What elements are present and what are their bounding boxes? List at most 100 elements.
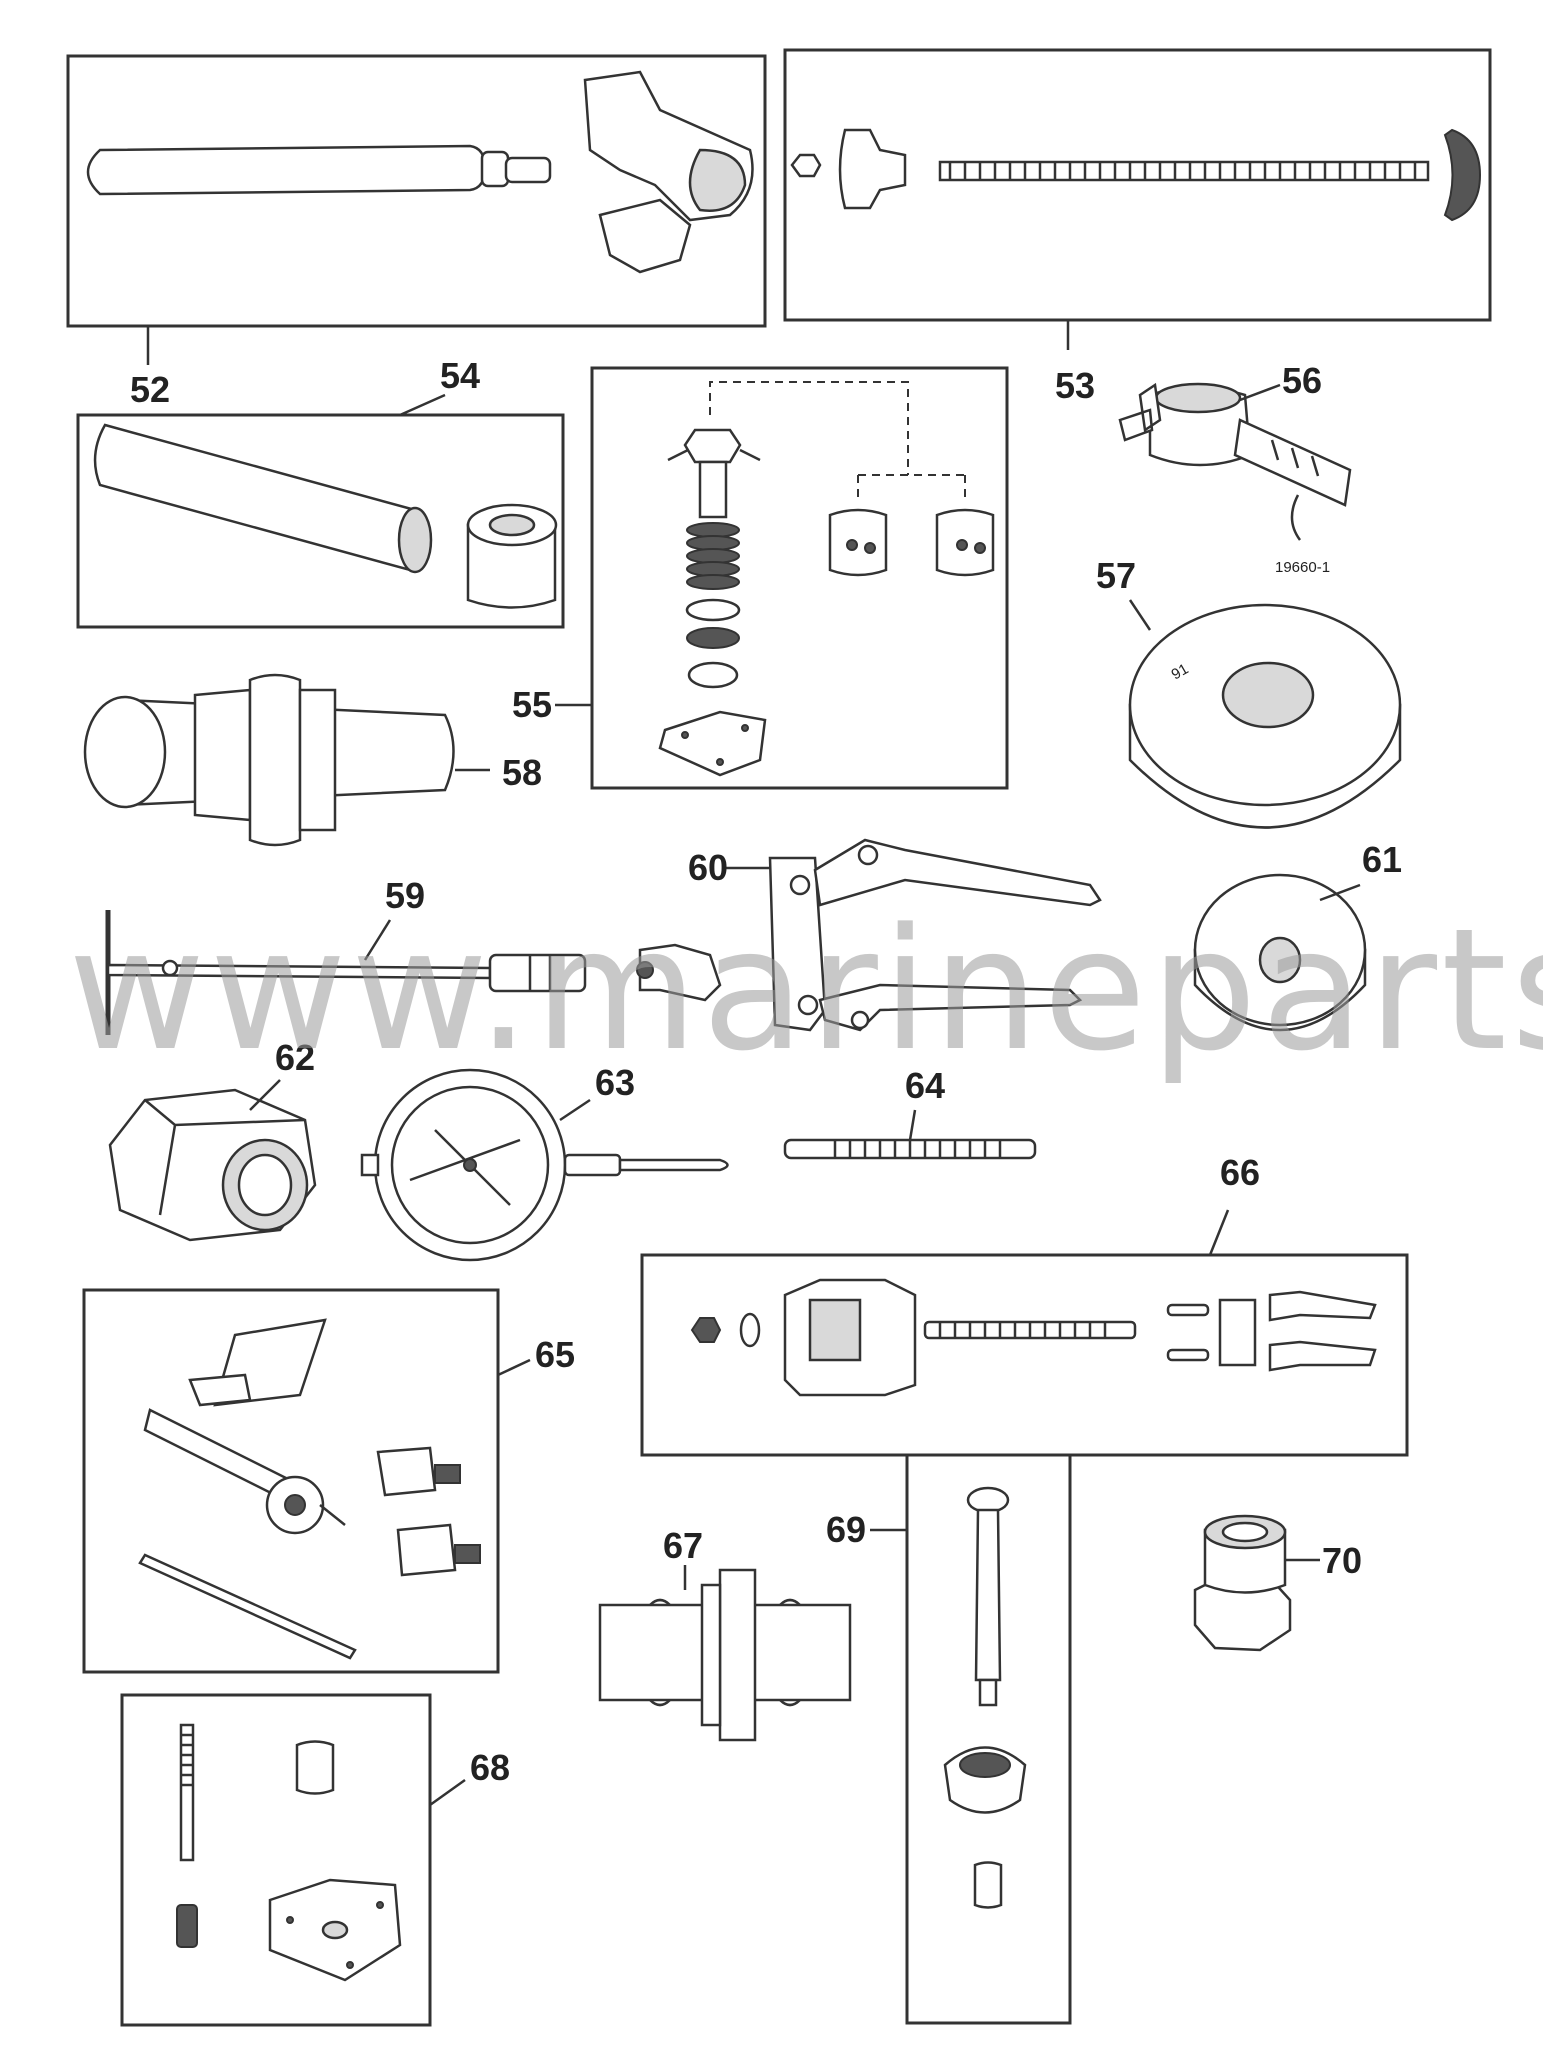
tool-55-tommy-arrows bbox=[667, 448, 761, 462]
tool-52-elbow-face bbox=[688, 148, 747, 212]
tool-53-nut bbox=[790, 153, 822, 178]
box-68 bbox=[120, 1693, 432, 2027]
tool-54-collar-bore bbox=[488, 513, 536, 537]
tool-55-washer-b bbox=[686, 627, 740, 649]
callout-52: 52 bbox=[130, 369, 170, 410]
tool-55-bushing bbox=[687, 661, 739, 689]
tool-61-group bbox=[1193, 873, 1367, 1032]
tool-63-back-lug bbox=[360, 1153, 380, 1177]
tool-56-blade bbox=[1233, 418, 1352, 507]
tool-55-plate bbox=[658, 710, 767, 777]
tool-66-nut bbox=[690, 1317, 722, 1343]
tool-61-bore bbox=[1258, 936, 1302, 984]
callout-55: 55 bbox=[512, 684, 552, 725]
tool-54-collar bbox=[466, 523, 557, 609]
tool-52-driver-rod bbox=[86, 144, 487, 196]
tool-55-group bbox=[590, 366, 1009, 790]
tool-64-group bbox=[783, 1138, 1037, 1160]
tool-53-group bbox=[783, 48, 1492, 322]
tool-66-link bbox=[1218, 1298, 1257, 1367]
tool-52-rod-tip bbox=[504, 156, 552, 184]
tool-65-long-rod bbox=[138, 1553, 357, 1660]
tool-63-group bbox=[360, 1068, 729, 1262]
tool-65-group bbox=[82, 1288, 500, 1674]
tool-59-slide-hammer bbox=[488, 953, 587, 993]
tool-62-group bbox=[108, 1088, 317, 1242]
tool-55-bolt-head bbox=[683, 428, 742, 464]
tool-65-adapter-b bbox=[396, 1523, 457, 1577]
box-65 bbox=[82, 1288, 500, 1674]
tool-60-upper-handle bbox=[813, 838, 1102, 907]
tool-60-lower-handle bbox=[818, 983, 1083, 1032]
callout-61: 61 bbox=[1362, 839, 1402, 880]
box-69 bbox=[905, 1453, 1072, 2025]
tool-54-group bbox=[76, 413, 565, 629]
tool-52-rod-neck bbox=[480, 150, 510, 188]
callout-69: 69 bbox=[826, 1509, 866, 1550]
callout-59: 59 bbox=[385, 875, 425, 916]
callout-65: 65 bbox=[535, 1334, 575, 1375]
tool-56-stamp-number: 19660-1 bbox=[1275, 559, 1330, 576]
tool-60-group bbox=[768, 838, 1102, 1032]
callout-54: 54 bbox=[440, 355, 480, 396]
callout-67: 67 bbox=[663, 1525, 703, 1566]
tool-57-ring-bore bbox=[1221, 661, 1315, 729]
tool-58-group bbox=[83, 673, 455, 847]
tool-55-collet-a bbox=[828, 508, 888, 577]
tool-63-plunger bbox=[618, 1158, 729, 1172]
tool-59-jaws bbox=[638, 943, 722, 1002]
tool-59-group bbox=[105, 910, 722, 1035]
tool-68-stud bbox=[179, 1723, 195, 1862]
box-54 bbox=[76, 413, 565, 629]
tool-69-group bbox=[905, 1453, 1072, 2025]
tool-56-clamp-ears bbox=[1118, 382, 1162, 442]
tool-53-knurled-knob bbox=[1443, 128, 1482, 222]
tool-53-puller-cup bbox=[838, 128, 907, 210]
tool-70-group bbox=[1193, 1514, 1292, 1652]
tool-56-pointer-arrow bbox=[1290, 494, 1302, 541]
watermark: www.marineparts.eu bbox=[68, 892, 1543, 1088]
tool-67-flange bbox=[718, 1568, 757, 1742]
callout-57: 57 bbox=[1096, 555, 1136, 596]
tool-55-dashed-link bbox=[709, 381, 966, 500]
tool-54-sleeve-end bbox=[397, 506, 433, 574]
callout-63: 63 bbox=[595, 1062, 635, 1103]
box-55 bbox=[590, 366, 1009, 790]
tool-55-washer-a bbox=[685, 598, 741, 622]
tool-66-jaw-a bbox=[1268, 1290, 1377, 1322]
tool-53-threaded-rod bbox=[938, 160, 1430, 182]
tool-63-stem bbox=[563, 1153, 622, 1177]
tool-66-jaw-b bbox=[1268, 1340, 1377, 1372]
tool-52-group bbox=[66, 54, 767, 328]
callout-53: 53 bbox=[1055, 365, 1095, 406]
tool-65-clamp bbox=[188, 1373, 252, 1407]
tool-58-collar bbox=[298, 688, 337, 832]
tool-66-pin-b bbox=[1166, 1348, 1210, 1362]
tool-53-rod-threads bbox=[948, 162, 1417, 180]
tool-60-frame bbox=[768, 856, 827, 1032]
callout-70: 70 bbox=[1322, 1540, 1362, 1581]
box-52 bbox=[66, 54, 767, 328]
tool-55-spring bbox=[686, 522, 740, 590]
tool-66-group bbox=[640, 1253, 1409, 1457]
tool-68-spring bbox=[176, 1904, 198, 1948]
tool-58-shoulder bbox=[193, 688, 252, 822]
tool-68-bushing bbox=[295, 1740, 335, 1795]
tool-67-group bbox=[598, 1568, 852, 1742]
tool-68-group bbox=[120, 1693, 432, 2027]
callout-66: 66 bbox=[1220, 1152, 1260, 1193]
box-53 bbox=[783, 48, 1492, 322]
tool-57-group: 91 bbox=[1128, 603, 1402, 829]
tool-56-group bbox=[1118, 382, 1352, 541]
callout-62: 62 bbox=[275, 1037, 315, 1078]
tool-69-shaft bbox=[974, 1508, 1002, 1682]
tool-69-bushing bbox=[973, 1861, 1003, 1909]
callout-64: 64 bbox=[905, 1065, 945, 1106]
tool-58-flange bbox=[248, 673, 302, 847]
tool-52-square-block bbox=[598, 198, 692, 274]
tool-66-pin-a bbox=[1166, 1303, 1210, 1317]
callout-68: 68 bbox=[470, 1747, 510, 1788]
callout-56: 56 bbox=[1282, 360, 1322, 401]
tool-66-washer bbox=[739, 1312, 761, 1348]
callout-60: 60 bbox=[688, 847, 728, 888]
